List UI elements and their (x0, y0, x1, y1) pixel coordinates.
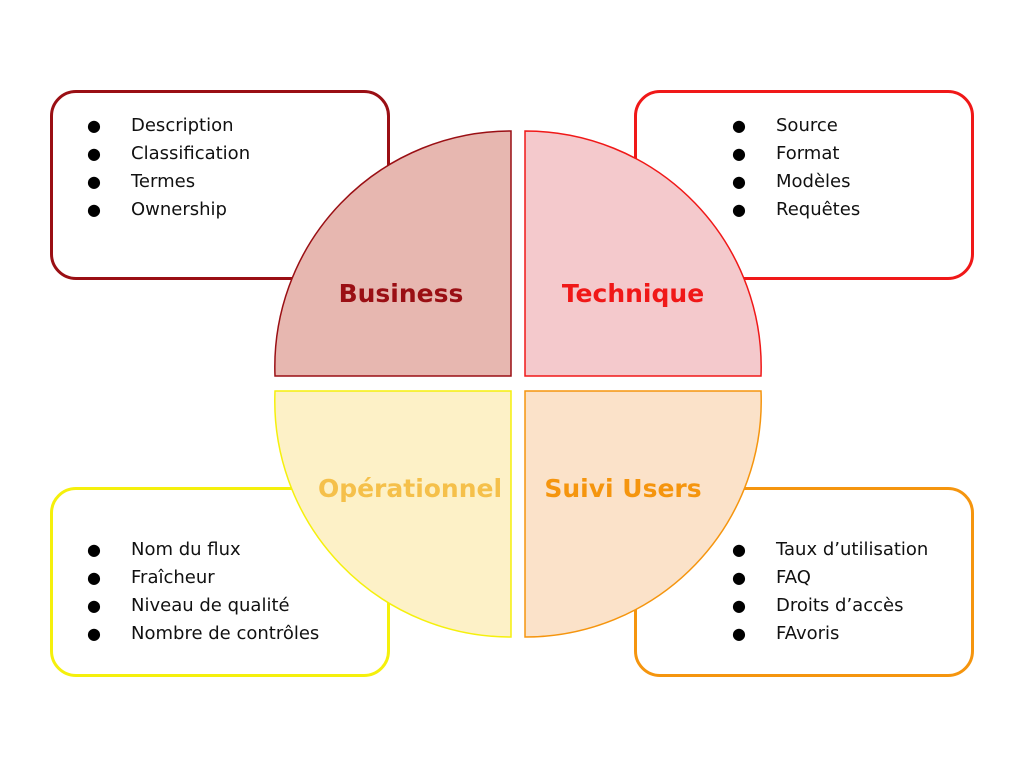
bullet-icon: ● (87, 200, 101, 219)
bullet-icon: ● (732, 116, 746, 135)
bullet-icon: ● (87, 172, 101, 191)
bullet-icon: ● (732, 200, 746, 219)
business-label: Business (339, 279, 464, 308)
bullet-icon: ● (732, 624, 746, 643)
business-quadrant (274, 130, 512, 377)
bullet-icon: ● (87, 568, 101, 587)
bullet-icon: ● (87, 116, 101, 135)
business-box (50, 90, 390, 280)
bullet-icon: ● (87, 144, 101, 163)
suivi-users-quadrant (524, 390, 762, 638)
technique-label: Technique (562, 279, 704, 308)
operationnel-quadrant (274, 390, 512, 638)
bullet-icon: ● (732, 568, 746, 587)
suivi-users-label: Suivi Users (544, 474, 701, 503)
bullet-icon: ● (732, 540, 746, 559)
bullet-icon: ● (732, 144, 746, 163)
bullet-icon: ● (87, 624, 101, 643)
bullet-icon: ● (732, 172, 746, 191)
bullet-icon: ● (87, 540, 101, 559)
bullet-icon: ● (87, 596, 101, 615)
bullet-icon: ● (732, 596, 746, 615)
operationnel-label: Opérationnel (318, 474, 502, 503)
technique-quadrant (524, 130, 762, 377)
